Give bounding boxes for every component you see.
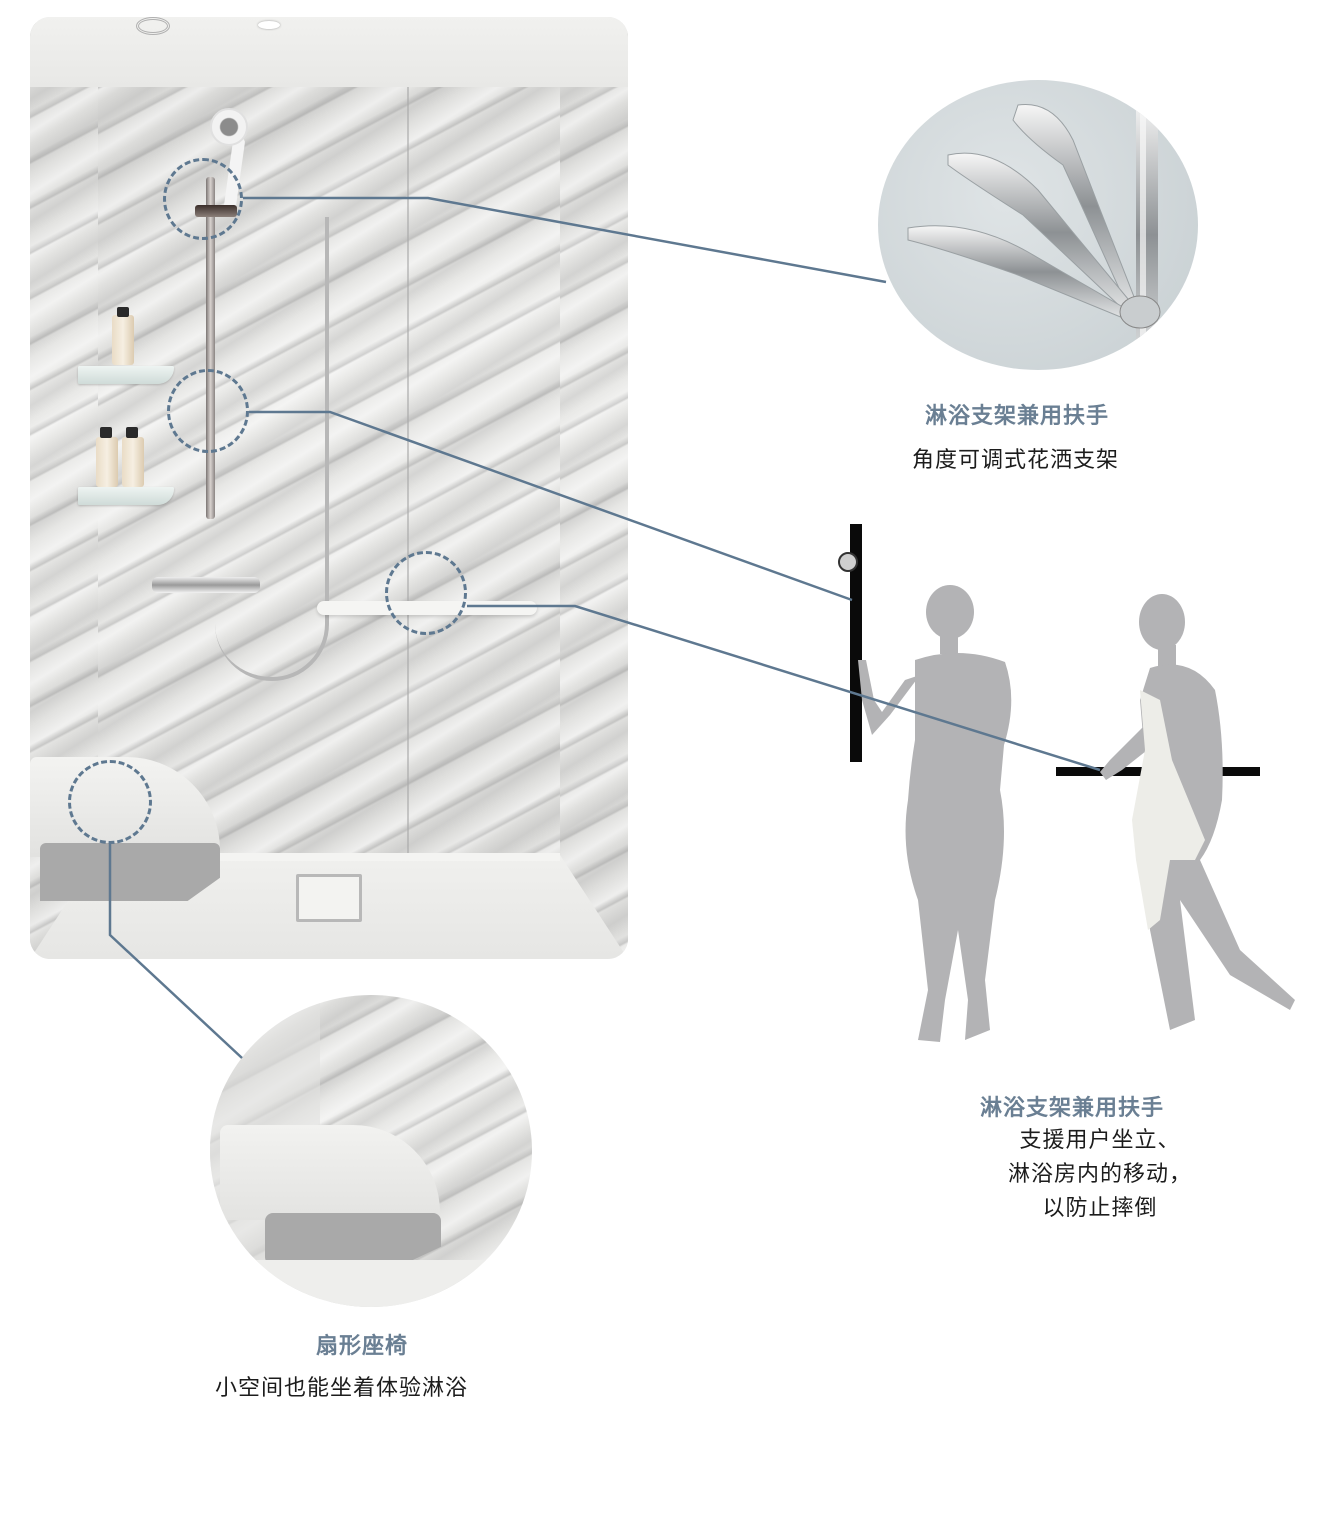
callout-desc-line: 以防止摔倒: [1042, 1196, 1158, 1221]
callout-title-shower-rail: 淋浴支架兼用扶手: [925, 404, 1110, 429]
slide-rail: [206, 177, 215, 519]
towel: [1132, 690, 1205, 930]
ceiling-vent-icon: [136, 17, 170, 35]
detail-seat-edge: [265, 1213, 441, 1265]
callout-desc-seat: 小空间也能坐着体验淋浴: [215, 1376, 469, 1401]
detail-circle-shower-head: [878, 80, 1198, 370]
callout-title-seat: 扇形座椅: [316, 1334, 409, 1359]
figure-holding-bar: [1100, 594, 1295, 1030]
bottle-cap: [100, 427, 112, 438]
bottle: [112, 315, 134, 365]
bottle-cap: [117, 307, 129, 317]
shower-head-icon: [210, 108, 248, 146]
rail-shower-head-icon: [838, 552, 858, 572]
figure-holding-rail: [858, 585, 1012, 1042]
callout-title-handrail: 淋浴支架兼用扶手: [980, 1096, 1165, 1121]
bottle: [96, 437, 118, 487]
floor-drain-icon: [296, 874, 362, 922]
corner-shelf-lower: [78, 487, 174, 505]
callout-desc-line: 淋浴房内的移动，: [1007, 1162, 1192, 1187]
highlight-circle-seat: [68, 760, 152, 844]
detail-floor: [210, 1260, 532, 1307]
thermostatic-mixer: [152, 577, 260, 593]
corner-shelf-upper: [78, 366, 174, 384]
shower-head-angles-illustration: [907, 100, 1161, 370]
highlight-circle-rail: [167, 369, 249, 453]
callout-desc-line: 支援用户坐立、: [1019, 1128, 1181, 1153]
bottle: [122, 437, 144, 487]
ceiling-light-icon: [258, 21, 280, 29]
callout-desc-shower-rail: 角度可调式花洒支架: [912, 448, 1120, 473]
bottle-cap: [126, 427, 138, 438]
detail-circle-seat: [210, 995, 532, 1307]
callout-desc-handrail: 支援用户坐立、 淋浴房内的移动， 以防止摔倒: [960, 1124, 1240, 1226]
highlight-circle-holder: [163, 158, 243, 240]
detail-seat-top: [220, 1125, 440, 1220]
floor-trim: [220, 853, 560, 861]
ceiling: [30, 17, 628, 87]
